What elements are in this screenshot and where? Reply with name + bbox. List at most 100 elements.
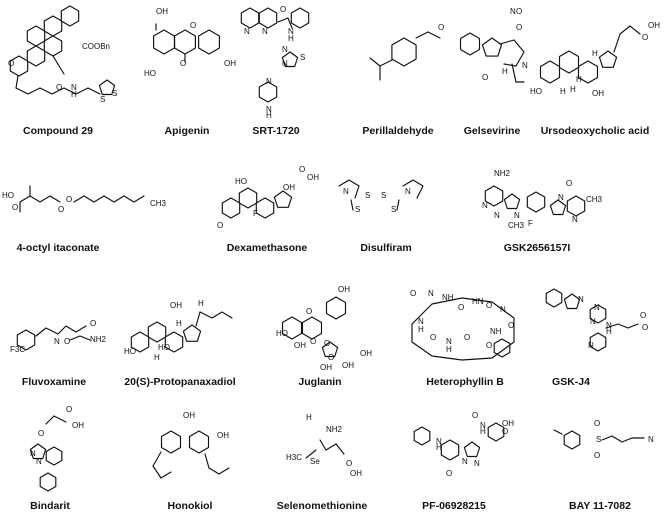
bond-line [396,199,400,211]
atom-label: COOBn [82,42,110,51]
bond-line [52,55,65,75]
bond-line [427,31,441,39]
ring [238,187,258,209]
ring [539,60,561,84]
ring [174,29,196,55]
ring [153,29,175,55]
bond-chain [338,179,360,199]
ring [413,426,431,446]
compound-name: Fluvoxamine [21,376,87,388]
atom-label: O [280,5,286,14]
atom-label: N [482,201,488,210]
atom-label: H [288,34,294,43]
atom-label: HO [144,69,156,78]
bond-line [613,33,621,53]
atom-label: N [244,27,250,36]
atom-label: N [262,27,268,36]
atom-label: O [642,323,648,332]
atom-label: N [446,337,452,346]
atom-label: H [502,67,508,76]
atom-label: N [578,295,584,304]
atom-label: F [253,209,258,218]
bond-chain [69,335,91,341]
atom-label: NH2 [494,169,511,178]
atom-label: N [405,187,411,196]
atom-label: O [516,7,522,16]
ring [589,304,607,324]
atom-label: OH [648,21,660,30]
atom-label: OH [183,411,195,420]
bond-line [218,467,230,475]
ring [440,439,460,461]
atom-label: H [176,319,182,328]
ring [198,29,220,55]
atom-label: H [71,90,77,99]
atom-label: Se [310,457,320,466]
atom-label: OH [294,341,306,350]
atom-label: N [558,193,564,202]
atom-label: H [266,111,272,120]
atom-label: OH [342,361,354,370]
atom-label: S [100,95,105,104]
atom-label: N [54,337,60,346]
compound-name: Dexamethasone [226,242,308,254]
bond-chain [277,17,293,29]
ring [325,296,347,320]
compound-name: Heterophyllin B [426,376,504,388]
atom-label: CH3 [508,221,525,230]
ring [558,50,580,74]
atom-label: H [560,87,566,96]
atom-label: O [446,469,452,478]
ring [258,7,278,29]
ring [45,446,63,466]
atom-label: S [365,191,370,200]
ring [98,79,116,96]
atom-label: O [410,289,416,298]
atom-label: N [514,211,520,220]
atom-label: N [522,61,528,70]
ring [147,321,167,343]
ring [391,37,417,67]
atom-label: O [180,59,186,68]
bond-chain [19,195,61,203]
bond-line [53,415,67,423]
ring [273,190,293,208]
compound-name: BAY 11-7082 [569,500,631,512]
bond-line [379,59,393,67]
atom-label: O [594,451,600,460]
atom-label: F3C [10,345,25,354]
bond-line [511,63,517,83]
atom-label: N [480,421,486,430]
atom-label: HO [2,191,14,200]
atom-label: O [90,319,96,328]
ring [290,7,310,29]
ring [188,430,210,454]
atom-label: N [572,215,578,224]
atom-label: O [66,405,72,414]
bond-line [204,453,210,469]
compound-name: Honokiol [167,500,213,512]
atom-label: N [282,45,288,54]
bond-chain [499,39,525,67]
atom-label: O [346,459,352,468]
ring [577,60,599,84]
bond-chain [15,87,101,95]
atom-label: NH2 [90,335,107,344]
ring [60,5,80,27]
ring [29,443,47,460]
atom-label: N [436,437,442,446]
ring [321,341,339,358]
atom-label: H [576,75,582,84]
atom-label: O [464,333,470,342]
atom-label: O [56,83,62,92]
atom-label: N [594,303,600,312]
atom-label: H [154,353,160,362]
ring [164,331,184,353]
